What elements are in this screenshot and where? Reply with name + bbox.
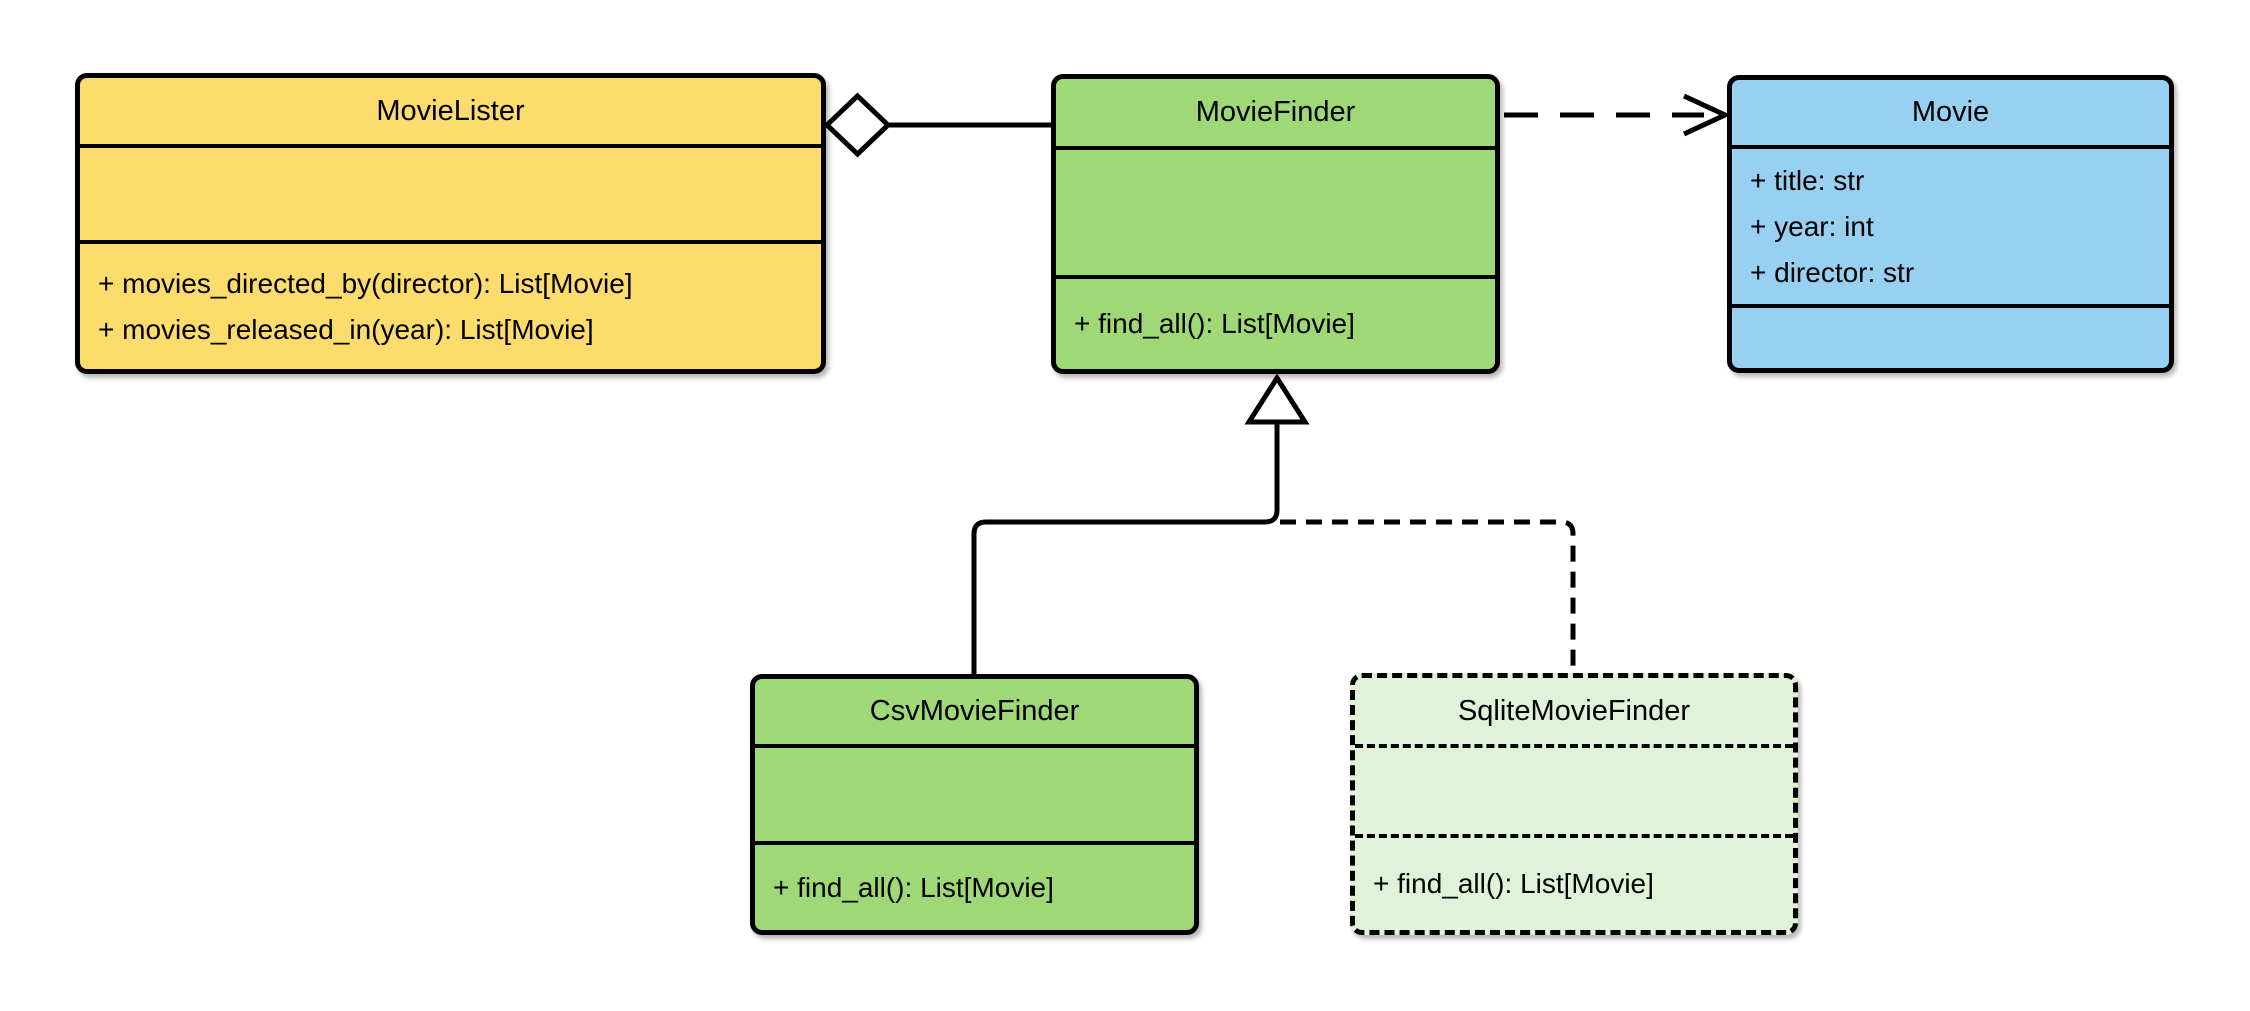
- class-title: MovieFinder: [1195, 96, 1356, 128]
- class-title: SqliteMovieFinder: [1457, 694, 1691, 727]
- class-box-movielister: MovieLister + movies_directed_by(directo…: [75, 73, 826, 374]
- attributes-compartment: [1355, 744, 1793, 834]
- aggregation-diamond-icon: [823, 92, 892, 158]
- attributes-compartment: [755, 744, 1194, 841]
- class-box-movie: Movie + title: str + year: int + directo…: [1727, 75, 2174, 373]
- methods-compartment: + find_all(): List[Movie]: [755, 841, 1194, 930]
- method-label: + find_all(): List[Movie]: [773, 871, 1054, 903]
- attribute-label: + director: str: [1750, 256, 1915, 288]
- attributes-compartment: [80, 144, 821, 240]
- attribute-label: + year: int: [1750, 210, 1874, 242]
- class-title: CsvMovieFinder: [869, 695, 1080, 727]
- inheritance-connector-solid: [971, 373, 1310, 676]
- attribute-label: + title: str: [1750, 164, 1865, 196]
- class-title: Movie: [1911, 96, 1990, 128]
- dependency-connector: [1504, 93, 1731, 137]
- methods-compartment: + find_all(): List[Movie]: [1056, 275, 1495, 369]
- method-label: + find_all(): List[Movie]: [1074, 308, 1355, 339]
- inheritance-connector-dashed: [1280, 519, 1576, 675]
- methods-compartment: [1732, 304, 2169, 368]
- class-box-moviefinder: MovieFinder + find_all(): List[Movie]: [1051, 74, 1500, 374]
- class-box-csvmoviefinder: CsvMovieFinder + find_all(): List[Movie]: [750, 674, 1199, 935]
- method-label: + movies_directed_by(director): List[Mov…: [98, 267, 633, 299]
- inheritance-triangle-icon: [1244, 373, 1310, 425]
- method-label: + find_all(): List[Movie]: [1373, 868, 1654, 899]
- methods-compartment: + movies_directed_by(director): List[Mov…: [80, 240, 821, 369]
- aggregation-connector: [823, 92, 1053, 158]
- dependency-arrowhead-icon: [1682, 93, 1731, 137]
- class-box-sqlitemoviefinder: SqliteMovieFinder + find_all(): List[Mov…: [1350, 673, 1798, 935]
- method-label: + movies_released_in(year): List[Movie]: [98, 313, 594, 345]
- class-title: MovieLister: [376, 94, 525, 127]
- attributes-compartment: + title: str + year: int + director: str: [1732, 145, 2169, 304]
- attributes-compartment: [1056, 146, 1495, 275]
- methods-compartment: + find_all(): List[Movie]: [1355, 834, 1793, 930]
